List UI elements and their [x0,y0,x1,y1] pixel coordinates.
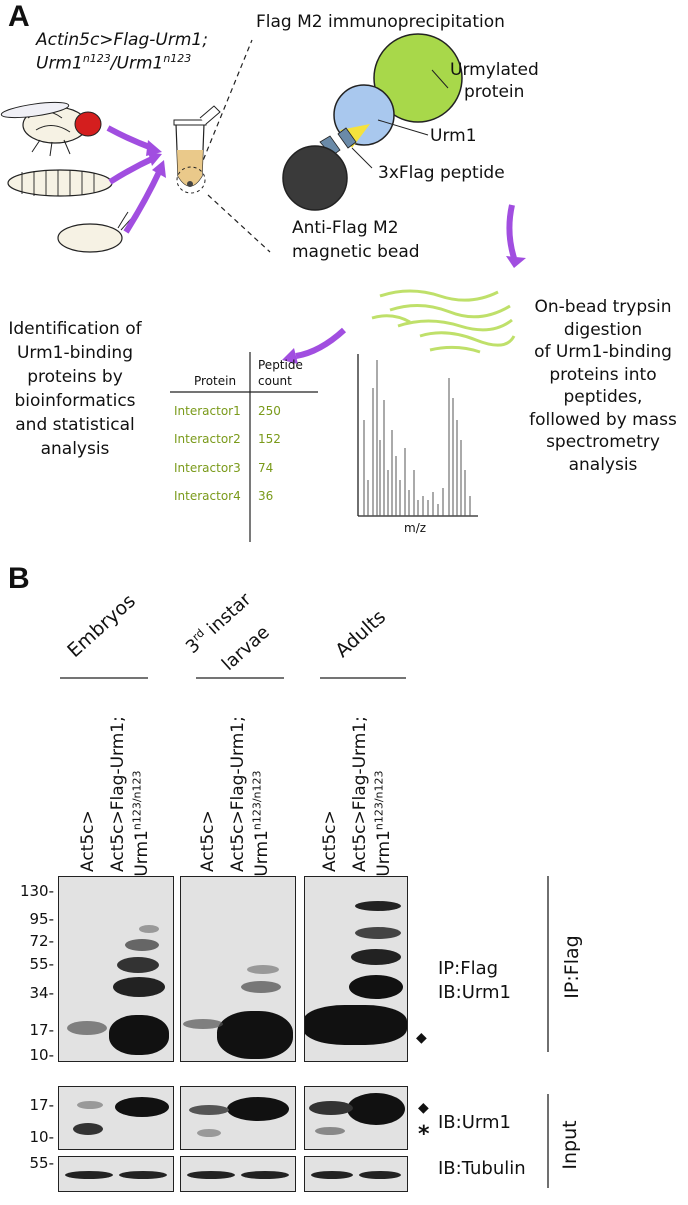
identification-description: Identification of Urm1-binding proteins … [8,319,142,459]
urmylated-label-1: Urmylated [450,60,539,80]
input-label-tubulin: IB:Tubulin [438,1158,526,1179]
table-row-name: Interactor4 [174,489,241,503]
mw-marker: 95- [29,910,55,928]
input-label-urm1: IB:Urm1 [438,1112,511,1133]
ip-label-flag: IP:Flag [438,958,499,979]
blot-tubulin-larvae [180,1156,296,1192]
lane-label-exp-genotype: Urm1n123/n123 [250,770,272,877]
table-header-count-2: count [258,374,292,388]
mw-marker: 72- [29,932,55,950]
tube-icon [173,105,221,194]
table-row-name: Interactor3 [174,461,241,475]
table-row-count: 74 [258,461,274,475]
table-row-count: 36 [258,489,274,503]
mw-marker: 17- [29,1021,55,1039]
blot-input-embryos [58,1086,174,1150]
mw-marker: 10- [29,1046,55,1064]
lane-label-control: Act5c> [320,810,340,872]
spectrum-xlabel: m/z [404,521,427,535]
lane-label-exp: Act5c>Flag-Urm1; [350,716,370,872]
ip-label-urm1: IB:Urm1 [438,982,511,1003]
mw-marker: 55- [29,1154,55,1172]
table-header-count-1: Peptide [258,358,303,372]
lane-label-exp: Act5c>Flag-Urm1; [228,716,248,872]
table-row-name: Interactor2 [174,432,241,446]
bead-label-2: magnetic bead [292,242,420,262]
lane-label-exp: Act5c>Flag-Urm1; [108,716,128,872]
mw-marker: 34- [29,984,55,1002]
bracket-label-ip: IP:Flag [561,935,583,999]
mw-marker: 55- [29,955,55,973]
mw-marker: 17- [29,1096,55,1114]
genotype-line-1: Actin5c>Flag-Urm1; [36,30,208,50]
urmylated-label-2: protein [464,82,525,102]
embryo-icon [57,211,133,253]
lane-label-exp-genotype: Urm1n123/n123 [130,770,152,877]
diamond-marker: ◆ [418,1100,429,1116]
ip-title: Flag M2 immunoprecipitation [256,12,505,32]
table-row-count: 250 [258,404,281,418]
blot-ip-larvae [180,876,296,1062]
blot-tubulin-embryos [58,1156,174,1192]
mw-marker: 10- [29,1128,55,1146]
ip-complex-diagram [282,33,463,211]
flag-peptide-label: 3xFlag peptide [378,163,505,183]
urm1-label: Urm1 [430,126,477,146]
larva-icon [7,169,113,197]
blot-input-larvae [180,1086,296,1150]
peptides-icon [371,289,516,354]
mw-marker: 130- [19,882,54,900]
blot-ip-adults [304,876,408,1062]
panel-a-letter: A [8,0,30,33]
table-header-protein: Protein [194,374,237,388]
lane-label-control: Act5c> [198,810,218,872]
lane-label-control: Act5c> [78,810,98,872]
table-row-count: 152 [258,432,281,446]
asterisk-marker: * [418,1122,430,1147]
digestion-description: On-bead trypsin digestion of Urm1-bindin… [529,297,677,475]
panel-b-letter: B [8,562,30,595]
blot-input-adults [304,1086,408,1150]
bracket-label-input: Input [559,1120,581,1170]
diamond-marker: ◆ [416,1030,427,1046]
table-row-name: Interactor1 [174,404,241,418]
mass-spectrum-chart [357,354,478,517]
lane-label-exp-genotype: Urm1n123/n123 [372,770,394,877]
blot-tubulin-adults [304,1156,408,1192]
adult-fly-icon [0,101,102,157]
blot-ip-embryos [58,876,174,1062]
genotype-line-2: Urm1n123/Urm1n123 [36,52,192,74]
bead-label-1: Anti-Flag M2 [292,218,399,238]
